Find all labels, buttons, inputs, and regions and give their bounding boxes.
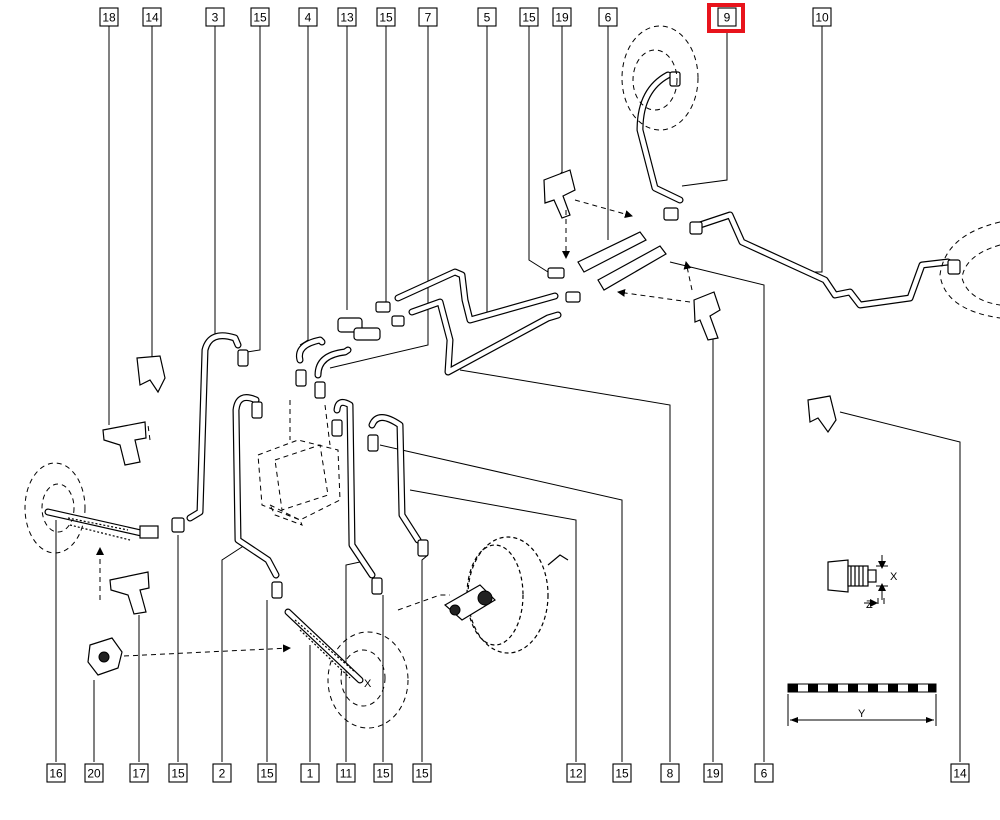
callout-14: 14 xyxy=(950,763,970,783)
callout-14: 14 xyxy=(142,7,162,27)
clips-and-brackets xyxy=(87,169,837,676)
rear-left-wheel xyxy=(939,221,1000,319)
front-left-wheel xyxy=(24,462,159,554)
union-dimension-detail: X Z xyxy=(827,555,898,611)
callout-label: 8 xyxy=(667,767,674,781)
callout-1: 1 xyxy=(300,763,320,783)
brake-regulator xyxy=(257,400,341,526)
callout-18: 18 xyxy=(99,7,119,27)
callout-label: 12 xyxy=(569,767,583,781)
callout-label: 11 xyxy=(340,767,353,781)
callout-13: 13 xyxy=(337,7,357,27)
callout-label: 16 xyxy=(49,767,63,781)
wheel-x-label: X xyxy=(364,678,372,690)
callout-label: 15 xyxy=(260,767,274,781)
callout-label: 13 xyxy=(340,11,354,25)
pipe-unions xyxy=(171,71,961,599)
callout-15: 15 xyxy=(168,763,188,783)
brake-pipes xyxy=(186,71,952,579)
callout-17: 17 xyxy=(129,763,149,783)
callouts-top: 18 14 3 15 4 13 15 7 5 15 19 6 9 10 xyxy=(99,7,832,27)
callout-label: 6 xyxy=(761,767,768,781)
callout-label: 19 xyxy=(706,767,720,781)
callout-label: 15 xyxy=(253,11,267,25)
callout-label: 1 xyxy=(307,767,314,781)
callout-label: 19 xyxy=(555,11,569,25)
callout-16: 16 xyxy=(46,763,66,783)
callout-19: 19 xyxy=(703,763,723,783)
callout-15: 15 xyxy=(250,7,270,27)
callout-label: 18 xyxy=(102,11,116,25)
callout-label: 4 xyxy=(305,11,312,25)
callout-3: 3 xyxy=(205,7,225,27)
callout-label: 14 xyxy=(953,767,967,781)
callout-label: 15 xyxy=(171,767,185,781)
callout-19: 19 xyxy=(552,7,572,27)
dimension-x-label: X xyxy=(890,571,898,583)
front-right-wheel xyxy=(284,608,409,729)
callout-15: 15 xyxy=(376,7,396,27)
callout-15: 15 xyxy=(519,7,539,27)
callout-12: 12 xyxy=(566,763,586,783)
callout-label: 15 xyxy=(415,767,429,781)
callout-6: 6 xyxy=(598,7,618,27)
callout-20: 20 xyxy=(84,763,104,783)
callout-label: 10 xyxy=(815,11,829,25)
callout-15: 15 xyxy=(373,763,393,783)
callout-15: 15 xyxy=(257,763,277,783)
callout-label: 5 xyxy=(484,11,491,25)
callout-11: 11 xyxy=(336,763,356,783)
callout-15: 15 xyxy=(412,763,432,783)
callout-8: 8 xyxy=(660,763,680,783)
pipe-connectors-6 xyxy=(577,231,667,291)
callout-label: 9 xyxy=(724,11,731,25)
callout-label: 6 xyxy=(605,11,612,25)
callout-7: 7 xyxy=(418,7,438,27)
callout-label: 15 xyxy=(615,767,629,781)
brake-servo xyxy=(443,536,569,654)
callout-label: 17 xyxy=(132,767,146,781)
callout-label: 2 xyxy=(219,767,226,781)
callout-label: 15 xyxy=(376,767,390,781)
callout-label: 14 xyxy=(145,11,159,25)
callout-4: 4 xyxy=(298,7,318,27)
callout-6: 6 xyxy=(754,763,774,783)
callout-label: 15 xyxy=(379,11,393,25)
callout-label: 15 xyxy=(522,11,536,25)
callout-5: 5 xyxy=(477,7,497,27)
rear-right-wheel xyxy=(621,25,699,131)
assembly-arrows xyxy=(96,199,693,657)
callout-label: 7 xyxy=(425,11,432,25)
callout-15: 15 xyxy=(612,763,632,783)
callout-label: 20 xyxy=(87,767,101,781)
callout-label: 3 xyxy=(212,11,219,25)
callout-9: 9 xyxy=(717,7,737,27)
callout-2: 2 xyxy=(212,763,232,783)
callout-10: 10 xyxy=(812,7,832,27)
dimension-y-label: Y xyxy=(858,708,866,720)
leader-lines xyxy=(55,26,961,762)
dimension-z-label: Z xyxy=(866,599,873,611)
y-dimension-scale: Y xyxy=(787,683,937,726)
